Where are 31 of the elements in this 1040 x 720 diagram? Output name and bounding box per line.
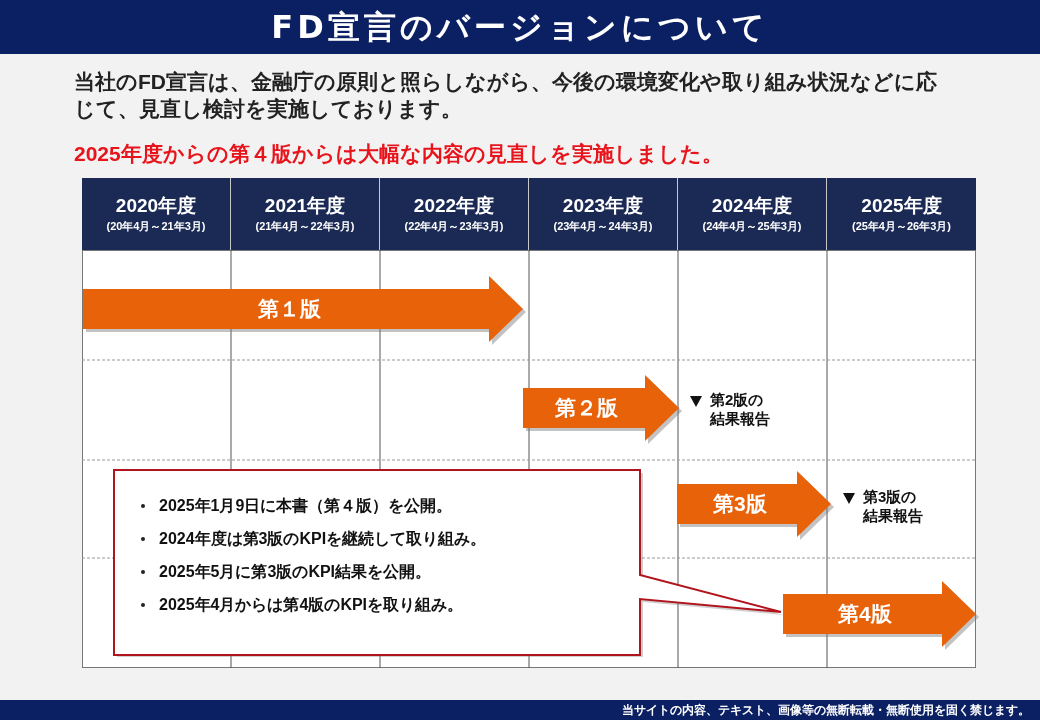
period-text: (21年4月～22年3月) (255, 219, 355, 234)
version-label: 第２版 (555, 397, 618, 418)
version-period-bar (523, 375, 679, 441)
year-heading: 2021年度 (264, 194, 346, 218)
period-text: (23年4月～24年3月) (553, 219, 653, 234)
version-period-bar (677, 471, 831, 537)
bullet-text: 2025年4月からは第4版のKPIを取り組み。 (159, 595, 464, 615)
bullet-text: 2025年1月9日に本書（第４版）を公開。 (159, 496, 453, 516)
version-label: 第3版 (713, 493, 767, 514)
highlight-text: 2025年度からの第４版からは大幅な内容の見直しを実施しました。 (74, 141, 723, 168)
version-label: 第１版 (258, 298, 321, 319)
title: FD宣言のバージョンについて (271, 7, 769, 48)
version-period-bar (783, 581, 976, 647)
bullet-text: 2025年5月に第3版のKPI結果を公開。 (159, 562, 432, 582)
version-label: 第4版 (838, 603, 892, 624)
year-heading: 2024年度 (711, 194, 793, 218)
callout-box (113, 469, 783, 657)
note-text: 第2版の結果報告 (710, 390, 771, 428)
footer-notice: 当サイトの内容、テキスト、画像等の無断転載・無断使用を固く禁じます。 (622, 702, 1030, 719)
year-heading: 2023年度 (562, 194, 644, 218)
period-text: (25年4月～26年3月) (851, 219, 951, 234)
period-text: (24年4月～25年3月) (702, 219, 802, 234)
note-text: 第3版の結果報告 (863, 487, 924, 525)
year-heading: 2020年度 (115, 194, 197, 218)
bullet-text: 2024年度は第3版のKPIを継続して取り組み。 (159, 529, 487, 549)
intro-text: 当社のFD宣言は、金融庁の原則と照らしながら、今後の環境変化や取り組み状況などに応じて、見直し検討を実施しております。 (74, 69, 938, 122)
year-heading: 2022年度 (413, 194, 495, 218)
period-text: (22年4月～23年3月) (404, 219, 504, 234)
period-text: (20年4月～21年3月) (106, 219, 206, 234)
year-heading: 2025年度 (861, 194, 942, 218)
version-period-bar (83, 276, 523, 342)
